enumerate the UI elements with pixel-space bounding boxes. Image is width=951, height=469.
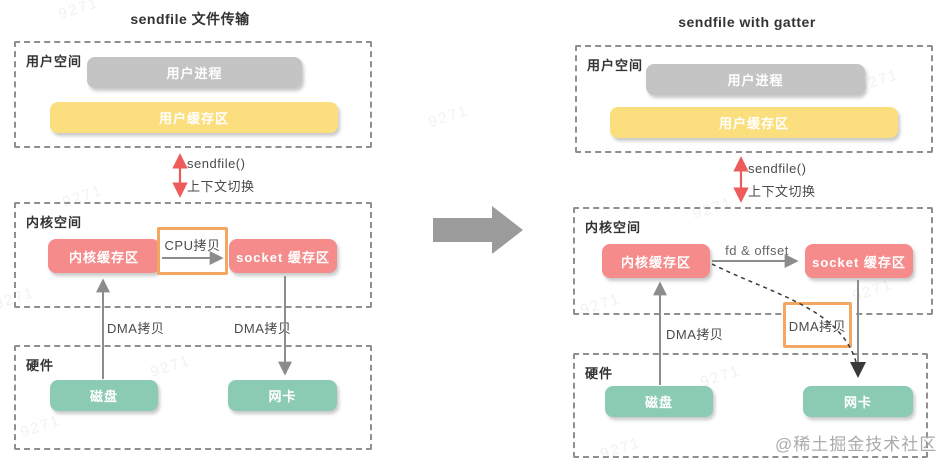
right-syscall-name-label: sendfile() [748, 161, 807, 176]
faint-watermark: 9271 [426, 102, 471, 131]
left-diagram-title: sendfile 文件传输 [130, 11, 250, 27]
left-kernel-space-label: 内核空间 [26, 215, 83, 230]
left-user-space-zone [14, 41, 372, 148]
left-kernel-space-zone [14, 202, 372, 308]
comparison-arrow [433, 206, 523, 254]
right-socket-buffer-box: socket 缓存区 [805, 244, 913, 278]
right-nic-box: 网卡 [803, 386, 913, 417]
right-hardware-label: 硬件 [585, 366, 614, 381]
left-user-space-label: 用户空间 [26, 54, 83, 69]
right-fd-offset-label: fd & offset [725, 243, 789, 258]
right-context-switch-label: 上下文切换 [748, 184, 816, 199]
left-nic-box: 网卡 [228, 380, 337, 411]
right-user-space-zone [575, 45, 933, 153]
left-syscall-name-label: sendfile() [187, 156, 246, 171]
left-cpu-copy-highlight-box: CPU拷贝 [157, 227, 228, 275]
left-kernel-buffer-box: 内核缓存区 [48, 239, 160, 273]
left-hardware-label: 硬件 [26, 358, 55, 373]
left-user-buffer-box: 用户缓存区 [50, 102, 338, 133]
left-hardware-zone [14, 345, 372, 450]
right-disk-box: 磁盘 [605, 386, 713, 417]
right-dma-copy-disk-label: DMA拷贝 [666, 327, 724, 342]
left-dma-copy-disk-label: DMA拷贝 [107, 321, 165, 336]
left-dma-copy-nic-label: DMA拷贝 [234, 321, 292, 336]
right-kernel-buffer-box: 内核缓存区 [602, 244, 710, 278]
right-diagram-title: sendfile with gatter [678, 14, 816, 30]
left-disk-box: 磁盘 [50, 380, 158, 411]
left-user-process-box: 用户进程 [87, 57, 302, 88]
right-dma-copy-highlight-box: DMA拷贝 [783, 302, 852, 348]
right-user-buffer-box: 用户缓存区 [610, 107, 898, 138]
right-kernel-space-label: 内核空间 [585, 220, 642, 235]
right-user-process-box: 用户进程 [646, 64, 865, 95]
right-user-space-label: 用户空间 [587, 58, 644, 73]
left-socket-buffer-box: socket 缓存区 [229, 239, 337, 273]
left-context-switch-label: 上下文切换 [187, 179, 255, 194]
site-credit-watermark: @稀土掘金技术社区 [775, 435, 938, 454]
